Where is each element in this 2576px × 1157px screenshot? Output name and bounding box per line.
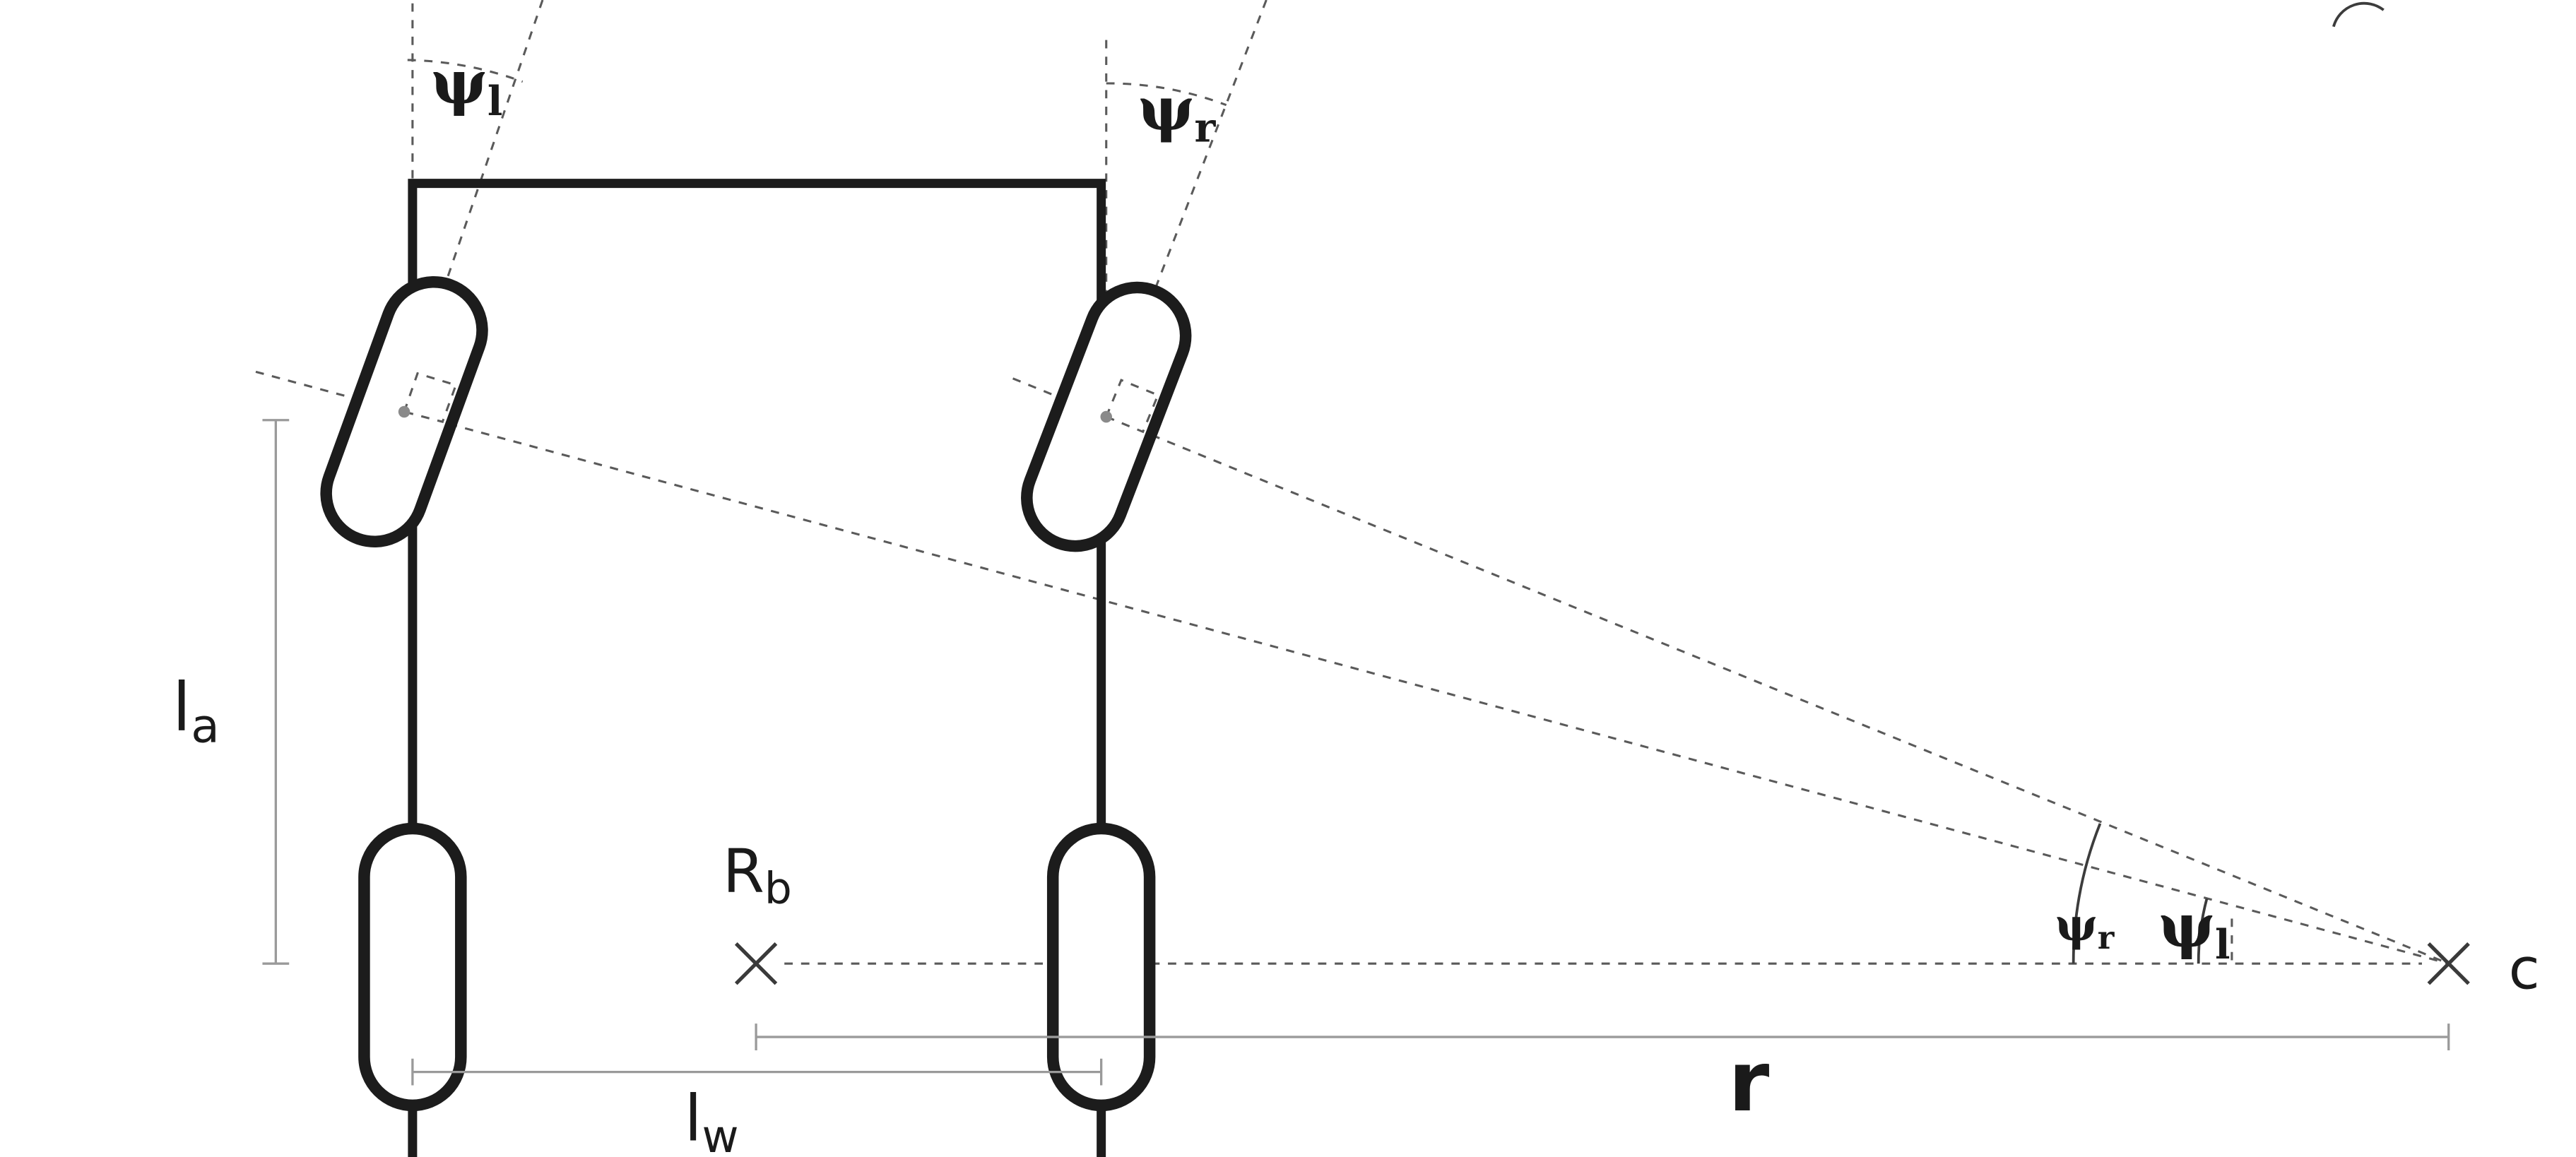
right-wheel-center-dot bbox=[1100, 410, 1112, 423]
rear-axle-point-label: Rb bbox=[723, 837, 792, 915]
steer-angle-left-sub: l bbox=[488, 78, 503, 125]
wheels bbox=[320, 275, 1192, 1112]
center-angle-left-sub: l bbox=[2215, 922, 2231, 968]
steer-angle-right-sub: r bbox=[1195, 105, 1217, 152]
turn-radius-dimension-line bbox=[755, 1024, 2450, 1050]
dimension-lines bbox=[262, 419, 2450, 1086]
center-angle-left-label: ψl bbox=[2158, 891, 2230, 969]
center-angle-arc-psi-r bbox=[2072, 823, 2102, 964]
steer-angle-left-base: ψ bbox=[431, 47, 488, 118]
rear-axle-point-base: R bbox=[723, 837, 764, 907]
track-width-sub: w bbox=[702, 1111, 739, 1157]
vehicle-chassis-outline bbox=[408, 179, 1106, 1157]
axle-distance-base: l bbox=[172, 669, 191, 747]
center-angle-right-base: ψ bbox=[2055, 898, 2098, 951]
cropped-arc-fragment bbox=[2332, 1, 2385, 28]
wheel-center-markers bbox=[398, 372, 1159, 434]
left-wheel-center-dot bbox=[398, 405, 410, 418]
center-angle-arcs bbox=[2072, 1, 2385, 964]
rear-axle-point-sub: b bbox=[764, 864, 792, 914]
left-wheel-axle-line-to-center bbox=[255, 370, 2450, 965]
construction-lines bbox=[255, 0, 2450, 965]
center-angle-right-label: ψr bbox=[2055, 898, 2115, 956]
left-steer-angle-arc bbox=[407, 59, 524, 83]
left-wheel-heading-line bbox=[355, 0, 544, 546]
turn-center-label: c bbox=[2509, 937, 2540, 1002]
track-width-base: l bbox=[685, 1082, 702, 1156]
axle-distance-sub: a bbox=[191, 699, 220, 753]
axle-distance-dimension-line bbox=[262, 419, 290, 965]
center-angle-arc-psi-l bbox=[2197, 898, 2209, 964]
rear-left-wheel bbox=[358, 822, 467, 1112]
turn-radius-label: r bbox=[1728, 1033, 1769, 1130]
axle-distance-label: la bbox=[172, 669, 220, 754]
labels: ψl ψr la Rb lw r c ψr ψl bbox=[172, 47, 2540, 1157]
center-angle-right-sub: r bbox=[2098, 919, 2115, 956]
rear-axle-center-x-marker bbox=[734, 942, 778, 985]
steer-angle-right-base: ψ bbox=[1138, 74, 1195, 145]
point-markers bbox=[734, 942, 2470, 985]
turn-center-x-marker bbox=[2427, 942, 2470, 985]
center-angle-left-base: ψ bbox=[2158, 891, 2215, 962]
steer-angle-right-label: ψr bbox=[1138, 74, 1217, 152]
track-width-label: lw bbox=[685, 1082, 739, 1157]
track-width-dimension-line bbox=[411, 1058, 1103, 1086]
steer-angle-left-label: ψl bbox=[431, 47, 503, 125]
right-wheel-axle-line-to-center bbox=[1012, 377, 2450, 965]
